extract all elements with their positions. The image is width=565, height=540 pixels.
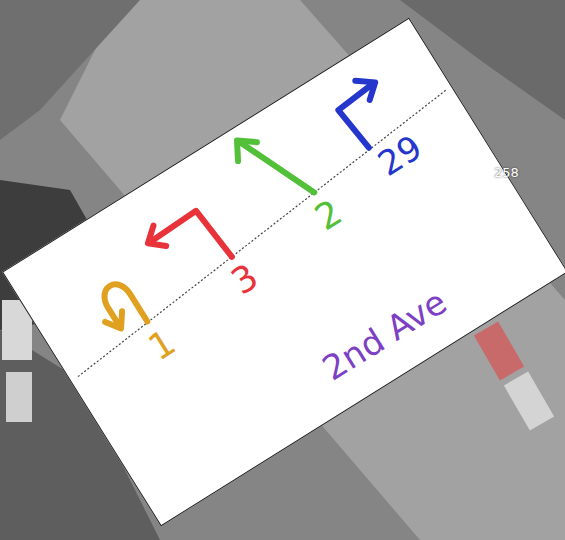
turn-count: 3	[226, 258, 265, 301]
arrow-head	[105, 311, 129, 333]
turn-count: 2	[309, 194, 348, 237]
roof	[0, 0, 140, 140]
turn-arrow	[241, 124, 314, 212]
arrow-head	[355, 72, 381, 101]
street-name: 2nd Ave	[317, 284, 452, 386]
turn-count: 1	[143, 324, 182, 367]
car	[474, 321, 524, 380]
car	[504, 371, 554, 430]
photo-number: 258	[494, 166, 519, 179]
car	[6, 372, 32, 422]
turn-arrows	[3, 18, 565, 527]
count-card: 1 3 2 29 2nd Ave	[2, 18, 565, 527]
arrow-head	[229, 132, 261, 161]
turn-count: 29	[372, 130, 427, 182]
arrow-head	[142, 226, 167, 254]
turn-arrow	[99, 279, 148, 335]
